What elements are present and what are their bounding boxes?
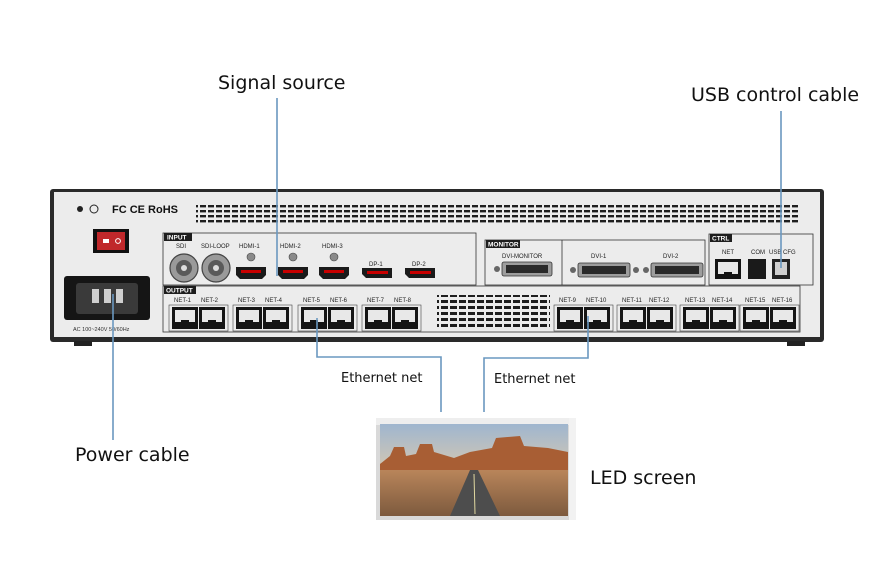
dp-2-port[interactable] xyxy=(405,268,435,278)
ctrl-section xyxy=(708,233,814,286)
dvi-2-port[interactable] xyxy=(643,262,704,278)
output-port-net-7[interactable] xyxy=(365,307,391,329)
input-header: INPUT xyxy=(167,235,187,242)
output-port-label: NET-15 xyxy=(745,298,766,304)
led-screen xyxy=(376,418,576,520)
dvi-monitor-port[interactable] xyxy=(494,261,553,277)
output-port-pair xyxy=(616,304,677,332)
output-port-net-14[interactable] xyxy=(710,307,736,329)
output-port-net-11[interactable] xyxy=(620,307,646,329)
output-port-net-5[interactable] xyxy=(301,307,327,329)
output-port-label: NET-8 xyxy=(394,298,412,304)
output-port-label: NET-12 xyxy=(649,298,670,304)
output-port-net-2[interactable] xyxy=(199,307,225,329)
hdmi-1-port[interactable] xyxy=(236,267,266,279)
output-port-label: NET-4 xyxy=(265,298,283,304)
led-screen-image xyxy=(380,424,568,516)
hdmi-3-port[interactable] xyxy=(319,267,349,279)
output-port-net-1[interactable] xyxy=(172,307,198,329)
power-rating-text: AC 100~240V 50/60Hz xyxy=(73,327,130,333)
input-label-dp-2: DP-2 xyxy=(412,262,426,268)
output-ports: NET-1 NET-2 NET-3 NET-4 NET-5 NET-6 NET-7 NET-8… xyxy=(168,298,800,332)
output-port-net-6[interactable] xyxy=(328,307,354,329)
ctrl-header: CTRL xyxy=(712,236,729,243)
sdi-bnc-port[interactable] xyxy=(169,253,199,283)
output-header: OUTPUT xyxy=(166,288,193,295)
dvi-1-port[interactable] xyxy=(570,262,639,278)
output-port-label: NET-14 xyxy=(712,298,733,304)
ctrl-com-port[interactable] xyxy=(748,259,766,279)
sdi-loop-bnc-port[interactable] xyxy=(201,253,231,283)
chassis-foot-right xyxy=(787,341,805,346)
output-port-net-16[interactable] xyxy=(770,307,796,329)
output-port-label: NET-5 xyxy=(303,298,321,304)
monitor-header: MONITOR xyxy=(488,242,519,249)
monitor-section xyxy=(484,239,706,286)
input-label-dp-1: DP-1 xyxy=(369,262,383,268)
output-port-net-4[interactable] xyxy=(263,307,289,329)
output-port-label: NET-11 xyxy=(622,298,643,304)
output-port-net-3[interactable] xyxy=(236,307,262,329)
dvi-2-label: DVI-2 xyxy=(663,254,679,260)
ctrl-net-rj45-port[interactable] xyxy=(715,259,741,279)
chassis-foot-left xyxy=(74,341,92,346)
output-port-pair xyxy=(361,304,422,332)
input-label-hdmi-3: HDMI-3 xyxy=(322,244,343,250)
power-cable-label: Power cable xyxy=(75,444,190,466)
output-port-pair xyxy=(553,304,614,332)
ethernet-net-label-right: Ethernet net xyxy=(494,372,576,387)
input-label-hdmi-2: HDMI-2 xyxy=(280,244,301,250)
certification-logos: FC CE RoHS xyxy=(112,204,178,216)
ground-icon xyxy=(89,204,99,214)
signal-source-label: Signal source xyxy=(218,72,346,94)
output-port-net-15[interactable] xyxy=(743,307,769,329)
usb-cfg-port[interactable] xyxy=(772,259,790,279)
usb-control-cable-label: USB control cable xyxy=(691,84,860,106)
dp-1-port[interactable] xyxy=(362,268,392,278)
input-section xyxy=(162,232,477,286)
output-port-label: NET-7 xyxy=(367,298,385,304)
hdmi-1-indicator xyxy=(246,252,256,262)
output-port-pair xyxy=(739,304,800,332)
ethernet-net-leader-right xyxy=(483,316,589,412)
hdmi-3-indicator xyxy=(329,252,339,262)
top-vent-grid xyxy=(196,203,800,223)
output-port-label: NET-6 xyxy=(330,298,348,304)
input-label-hdmi-1: HDMI-1 xyxy=(239,244,260,250)
output-port-label: NET-1 xyxy=(174,298,192,304)
ctrl-net-label: NET xyxy=(722,250,734,256)
output-port-net-13[interactable] xyxy=(683,307,709,329)
output-port-label: NET-3 xyxy=(238,298,256,304)
middle-vent-grid xyxy=(437,295,550,329)
hdmi-2-port[interactable] xyxy=(278,267,308,279)
input-label-sdi-loop: SDI-LOOP xyxy=(201,244,230,250)
dvi-1-label: DVI-1 xyxy=(591,254,607,260)
hdmi-2-indicator xyxy=(288,252,298,262)
ethernet-net-label-left: Ethernet net xyxy=(341,371,423,386)
output-port-pair xyxy=(232,304,293,332)
output-section xyxy=(162,285,801,333)
output-port-pair xyxy=(297,304,358,332)
output-port-label: NET-10 xyxy=(586,298,607,304)
ethernet-net-leader-left xyxy=(316,318,442,412)
input-label-sdi: SDI xyxy=(176,244,186,250)
led-screen-label: LED screen xyxy=(590,467,697,489)
leader-lines xyxy=(112,98,782,440)
output-port-net-9[interactable] xyxy=(557,307,583,329)
output-port-label: NET-9 xyxy=(559,298,577,304)
dvi-monitor-label: DVI-MONITOR xyxy=(502,254,543,260)
output-port-pair xyxy=(168,304,229,332)
video-processor-chassis: FC CE RoHS AC 100~240V 50/60Hz INPUT SDI… xyxy=(50,189,824,346)
screw-icon xyxy=(77,206,83,212)
ctrl-com-label: COM xyxy=(751,250,765,256)
output-port-label: NET-16 xyxy=(772,298,793,304)
ctrl-usb-cfg-label: USB CFG xyxy=(769,250,796,256)
output-port-label: NET-13 xyxy=(685,298,706,304)
output-port-net-10[interactable] xyxy=(584,307,610,329)
output-port-label: NET-2 xyxy=(201,298,219,304)
output-port-pair xyxy=(679,304,740,332)
output-port-net-8[interactable] xyxy=(392,307,418,329)
output-port-net-12[interactable] xyxy=(647,307,673,329)
